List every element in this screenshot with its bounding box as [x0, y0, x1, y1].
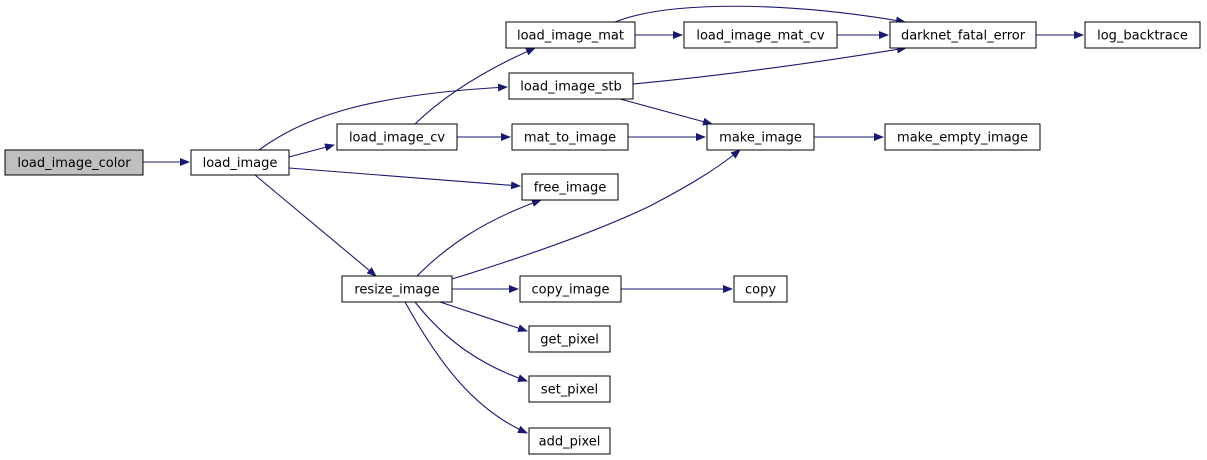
edge-line: [614, 5, 906, 25]
node-box[interactable]: [733, 275, 788, 303]
node-label: load_image_stb: [520, 80, 621, 95]
node-load-image-mat-cv[interactable]: load_image_mat_cv: [683, 21, 838, 49]
node-box[interactable]: [706, 123, 815, 151]
node-label: load_image_color: [17, 156, 131, 171]
edge-load-image-to-resize-image: [254, 174, 377, 277]
edge-resize-image-to-set-pixel: [414, 301, 528, 382]
nodes-layer: load_image_color load_image load_image_cv l…: [4, 21, 1201, 455]
edge-line: [288, 167, 521, 190]
edge-load-image-stb-to-make-image: [619, 98, 713, 126]
node-label: mat_to_image: [524, 131, 616, 146]
node-add-pixel[interactable]: add_pixel: [528, 427, 611, 455]
edge-resize-image-to-get-pixel: [439, 301, 528, 332]
node-copy[interactable]: copy: [733, 275, 788, 303]
node-box[interactable]: [528, 375, 611, 403]
node-label: load_image_cv: [349, 131, 445, 146]
node-box[interactable]: [683, 21, 838, 49]
node-set-pixel[interactable]: set_pixel: [528, 375, 611, 403]
node-box[interactable]: [341, 275, 453, 303]
edges-layer: [143, 5, 1084, 434]
edge-line: [254, 174, 377, 277]
node-make-image[interactable]: make_image: [706, 123, 815, 151]
node-label: load_image: [203, 156, 278, 171]
node-load-image-color[interactable]: load_image_color: [4, 149, 144, 176]
node-load-image-stb[interactable]: load_image_stb: [508, 72, 634, 100]
edge-line: [414, 47, 536, 125]
edge-line: [414, 301, 528, 382]
node-label: get_pixel: [540, 333, 599, 348]
node-box[interactable]: [519, 275, 622, 303]
node-box[interactable]: [528, 325, 611, 353]
node-box[interactable]: [508, 72, 634, 100]
node-box[interactable]: [505, 21, 636, 49]
node-label: copy: [745, 283, 776, 298]
edge-resize-image-to-add-pixel: [404, 301, 528, 434]
node-free-image[interactable]: free_image: [521, 173, 619, 201]
node-log-backtrace[interactable]: log_backtrace: [1084, 21, 1201, 49]
node-box[interactable]: [889, 21, 1037, 49]
edge-line: [451, 149, 741, 280]
node-mat-to-image[interactable]: mat_to_image: [511, 123, 629, 151]
node-label: copy_image: [531, 283, 609, 298]
node-box[interactable]: [884, 123, 1041, 151]
node-darknet-fatal-error[interactable]: darknet_fatal_error: [889, 21, 1037, 49]
node-label: load_image_mat: [517, 29, 624, 44]
node-load-image[interactable]: load_image: [190, 149, 290, 176]
node-label: free_image: [534, 181, 607, 196]
node-label: darknet_fatal_error: [901, 29, 1026, 44]
edge-line: [258, 83, 508, 151]
node-label: make_image: [719, 131, 802, 146]
node-box[interactable]: [4, 149, 144, 176]
edge-line: [416, 199, 542, 277]
node-get-pixel[interactable]: get_pixel: [528, 325, 611, 353]
node-label: add_pixel: [539, 435, 601, 450]
node-label: log_backtrace: [1097, 29, 1188, 44]
edge-resize-image-to-free-image: [416, 199, 542, 277]
node-box[interactable]: [1084, 21, 1201, 49]
node-label: resize_image: [354, 283, 439, 298]
node-box[interactable]: [190, 149, 290, 176]
node-box[interactable]: [521, 173, 619, 201]
edge-line: [632, 45, 907, 85]
edge-load-image-to-load-image-stb: [258, 83, 508, 151]
edge-line: [288, 143, 335, 158]
edge-load-image-mat-to-darknet-fatal-error: [614, 5, 906, 25]
node-label: set_pixel: [541, 383, 598, 398]
node-label: load_image_mat_cv: [696, 29, 825, 44]
edge-line: [404, 301, 528, 434]
edge-line: [439, 301, 528, 332]
node-copy-image[interactable]: copy_image: [519, 275, 622, 303]
node-label: make_empty_image: [897, 131, 1028, 146]
node-make-empty-image[interactable]: make_empty_image: [884, 123, 1041, 151]
edge-load-image-to-load-image-cv: [288, 143, 335, 158]
edge-load-image-cv-to-load-image-mat: [414, 47, 536, 125]
node-load-image-mat[interactable]: load_image_mat: [505, 21, 636, 49]
edge-line: [619, 98, 713, 126]
edge-load-image-stb-to-darknet-fatal-error: [632, 45, 907, 85]
node-load-image-cv[interactable]: load_image_cv: [336, 123, 458, 151]
node-box[interactable]: [511, 123, 629, 151]
edge-load-image-to-free-image: [288, 167, 521, 190]
edge-resize-image-to-make-image: [451, 149, 741, 280]
node-resize-image[interactable]: resize_image: [341, 275, 453, 303]
node-box[interactable]: [528, 427, 611, 455]
node-box[interactable]: [336, 123, 458, 151]
